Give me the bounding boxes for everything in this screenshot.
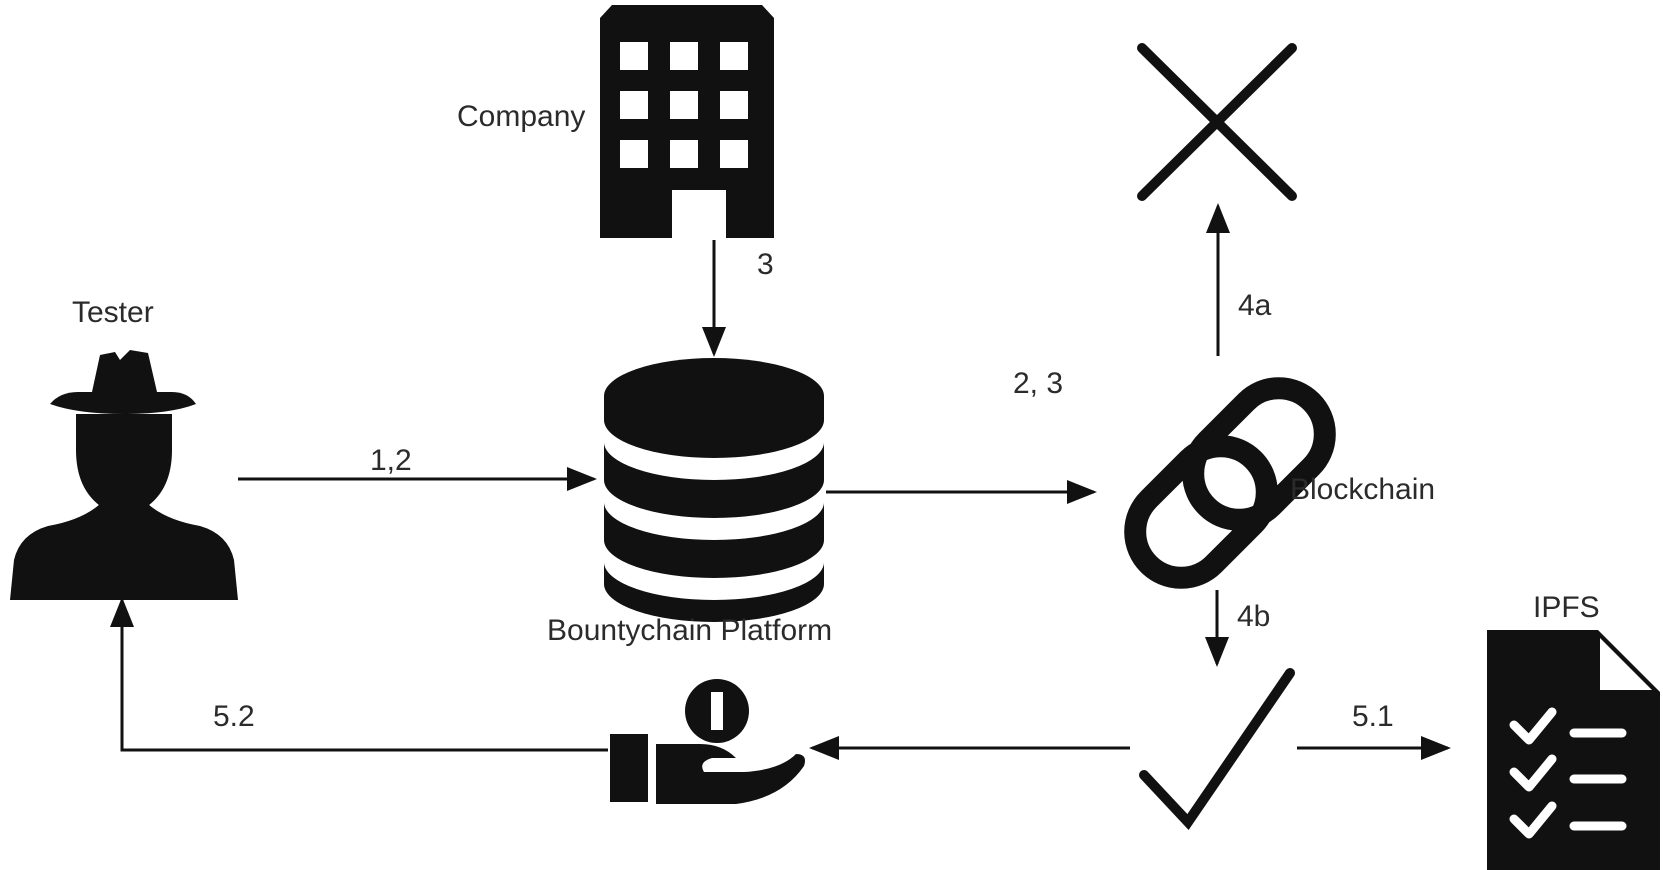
ipfs-node: IPFS bbox=[1487, 591, 1660, 870]
platform-node: Bountychain Platform bbox=[547, 358, 832, 647]
edge-platform-to-blockchain: 2, 3 bbox=[826, 367, 1097, 504]
blockchain-label: Blockchain bbox=[1290, 473, 1435, 506]
checkmark-icon bbox=[1139, 668, 1295, 830]
edge-company-to-platform: 3 bbox=[702, 240, 774, 357]
tester-node: Tester bbox=[10, 296, 238, 600]
hacker-icon bbox=[10, 350, 238, 600]
edge-blockchain-to-rejected: 4a bbox=[1206, 203, 1272, 356]
edge-tester-to-platform: 1,2 bbox=[238, 444, 597, 491]
tester-label: Tester bbox=[72, 296, 154, 329]
ipfs-label: IPFS bbox=[1533, 591, 1600, 624]
checklist-document-icon bbox=[1487, 630, 1660, 870]
platform-label: Bountychain Platform bbox=[547, 614, 832, 647]
building-icon bbox=[600, 5, 774, 238]
edge-reward-to-tester: 5.2 bbox=[110, 597, 608, 752]
chain-link-icon bbox=[1124, 377, 1336, 589]
edge-label-5-2: 5.2 bbox=[213, 700, 255, 733]
edge-label-4a: 4a bbox=[1238, 289, 1272, 322]
hand-coin-icon bbox=[610, 679, 805, 804]
edge-label-3: 3 bbox=[757, 248, 774, 281]
edge-label-1-2: 1,2 bbox=[370, 444, 412, 477]
edge-label-4b: 4b bbox=[1237, 600, 1270, 633]
reward-node bbox=[610, 679, 805, 804]
cross-icon bbox=[1137, 43, 1297, 201]
company-node: Company bbox=[457, 5, 774, 238]
edge-label-5-1: 5.1 bbox=[1352, 700, 1394, 733]
edge-accepted-to-ipfs: 5.1 bbox=[1297, 700, 1451, 760]
blockchain-node: Blockchain bbox=[1124, 377, 1435, 589]
company-label: Company bbox=[457, 100, 585, 133]
edge-blockchain-to-accepted: 4b bbox=[1205, 590, 1270, 667]
edge-label-2-3: 2, 3 bbox=[1013, 367, 1063, 400]
rejected-node bbox=[1137, 43, 1297, 201]
accepted-node bbox=[1139, 668, 1295, 830]
database-icon bbox=[604, 358, 824, 622]
